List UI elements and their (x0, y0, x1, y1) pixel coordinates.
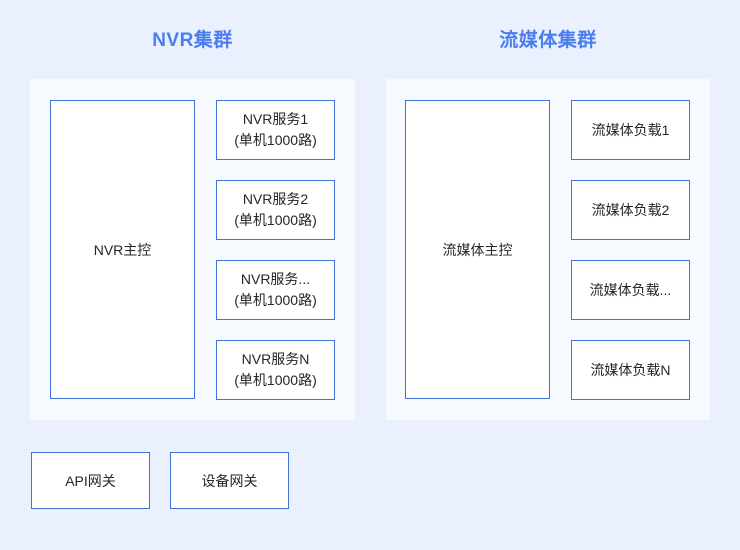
api-gateway-label: API网关 (65, 472, 116, 489)
cluster-title-media: 流媒体集群 (499, 30, 597, 51)
device-gateway-label: 设备网关 (201, 472, 258, 489)
nvr-service-box-ellipsis[interactable]: NVR服务... (单机1000路) (216, 260, 335, 320)
nvr-service-ellipsis-capacity: (单机1000路) (234, 292, 317, 308)
nvr-service-box-n[interactable]: NVR服务N (单机1000路) (216, 340, 335, 400)
media-load-n-title: 流媒体负载N (590, 361, 671, 378)
cluster-panel-media: 流媒体主控 流媒体负载1 流媒体负载2 流媒体负载... 流媒体负载N (386, 79, 710, 420)
cluster-media: 流媒体集群 流媒体主控 流媒体负载1 流媒体负载2 流媒体负载... (386, 28, 710, 420)
media-master-box[interactable]: 流媒体主控 (405, 100, 550, 399)
nvr-service-1-title: NVR服务1 (242, 111, 309, 127)
nvr-service-2-capacity: (单机1000路) (234, 212, 317, 228)
media-node-column: 流媒体负载1 流媒体负载2 流媒体负载... 流媒体负载N (571, 100, 690, 400)
nvr-node-column: NVR服务1 (单机1000路) NVR服务2 (单机1000路) NVR服务.… (216, 100, 335, 400)
media-load-1-title: 流媒体负载1 (591, 121, 670, 138)
cluster-nvr: NVR集群 NVR主控 NVR服务1 (单机1000路) NVR服务2 (单机1… (30, 28, 355, 420)
nvr-master-label: NVR主控 (93, 241, 152, 258)
media-load-box-2[interactable]: 流媒体负载2 (571, 180, 690, 240)
nvr-service-ellipsis-title: NVR服务... (240, 271, 311, 287)
cluster-panel-nvr: NVR主控 NVR服务1 (单机1000路) NVR服务2 (单机1000路) … (30, 79, 355, 420)
nvr-service-n-title: NVR服务N (241, 351, 310, 367)
nvr-service-1-capacity: (单机1000路) (234, 132, 317, 148)
gateway-row: API网关 设备网关 (31, 452, 289, 509)
nvr-service-2-title: NVR服务2 (242, 191, 309, 207)
api-gateway-box[interactable]: API网关 (31, 452, 150, 509)
nvr-service-n-capacity: (单机1000路) (234, 372, 317, 388)
media-load-ellipsis-title: 流媒体负载... (589, 281, 672, 298)
nvr-master-box[interactable]: NVR主控 (50, 100, 195, 399)
media-load-box-n[interactable]: 流媒体负载N (571, 340, 690, 400)
media-load-2-title: 流媒体负载2 (591, 201, 670, 218)
cluster-title-nvr: NVR集群 (152, 30, 233, 51)
device-gateway-box[interactable]: 设备网关 (170, 452, 289, 509)
media-load-box-1[interactable]: 流媒体负载1 (571, 100, 690, 160)
nvr-service-box-1[interactable]: NVR服务1 (单机1000路) (216, 100, 335, 160)
nvr-service-box-2[interactable]: NVR服务2 (单机1000路) (216, 180, 335, 240)
media-master-label: 流媒体主控 (442, 241, 513, 258)
media-load-box-ellipsis[interactable]: 流媒体负载... (571, 260, 690, 320)
